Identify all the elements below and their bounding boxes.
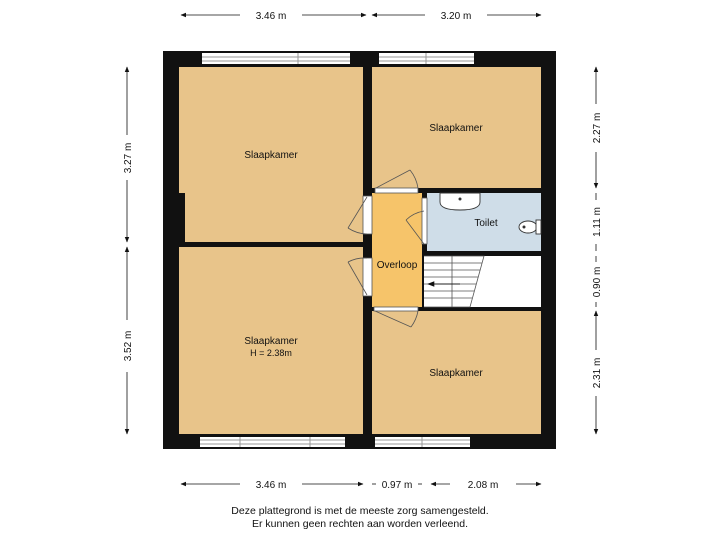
label-bedroom-top-right: Slaapkamer bbox=[429, 123, 483, 134]
room-landing bbox=[372, 193, 422, 307]
window-top-right bbox=[379, 53, 474, 64]
label-bedroom-bottom-right: Slaapkamer bbox=[429, 368, 483, 379]
dim-bottom-left: 3.46 m bbox=[256, 480, 287, 491]
wall-bump bbox=[179, 193, 185, 242]
dim-bottom-right: 2.08 m bbox=[468, 480, 499, 491]
dim-right-1: 2.27 m bbox=[592, 113, 603, 144]
window-top-left bbox=[202, 53, 350, 64]
dim-left-lower: 3.52 m bbox=[123, 331, 134, 362]
dim-bottom-mid: 0.97 m bbox=[382, 480, 413, 491]
door-bedroom-top-left bbox=[347, 195, 373, 235]
dim-top-right: 3.20 m bbox=[441, 11, 472, 22]
window-bottom-left bbox=[200, 437, 345, 447]
dim-right-4: 2.31 m bbox=[592, 358, 603, 389]
door-bedroom-top-right bbox=[374, 169, 419, 194]
sink-icon bbox=[439, 192, 481, 211]
disclaimer-line-1: Deze plattegrond is met de meeste zorg s… bbox=[231, 505, 489, 517]
stair-treads bbox=[424, 255, 485, 308]
disclaimer-line-2: Er kunnen geen rechten aan worden verlee… bbox=[252, 518, 468, 530]
label-landing: Overloop bbox=[377, 260, 418, 271]
label-ceiling-height: H = 2.38m bbox=[250, 348, 292, 358]
toilet-icon bbox=[518, 219, 542, 235]
room-bedroom-top-left bbox=[179, 67, 363, 242]
label-bedroom-top-left: Slaapkamer bbox=[244, 150, 298, 161]
door-bedroom-bottom-right bbox=[373, 306, 419, 328]
dim-top-left: 3.46 m bbox=[256, 11, 287, 22]
room-bedroom-bottom-left bbox=[179, 247, 363, 434]
room-stair bbox=[424, 256, 541, 307]
label-toilet: Toilet bbox=[474, 218, 498, 229]
dim-right-3: 0.90 m bbox=[592, 267, 603, 298]
window-bottom-right bbox=[375, 437, 470, 447]
room-bedroom-top-right bbox=[372, 67, 541, 188]
dim-right-2: 1.11 m bbox=[592, 207, 603, 237]
dim-left-upper: 3.27 m bbox=[123, 143, 134, 174]
door-toilet bbox=[405, 197, 428, 245]
label-bedroom-bottom-left: Slaapkamer bbox=[244, 336, 298, 347]
door-bedroom-bottom-left bbox=[347, 257, 373, 297]
room-bedroom-bottom-right bbox=[372, 311, 541, 434]
